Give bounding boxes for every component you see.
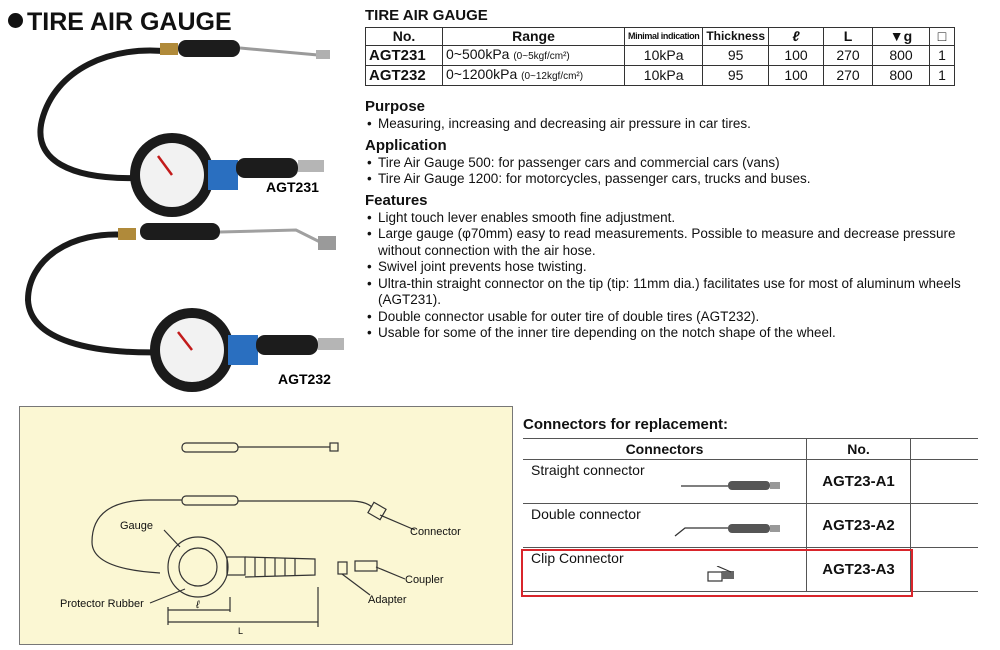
- col-header-no: No.: [365, 27, 443, 46]
- parts-diagram: Gauge Connector Coupler Adapter Protecto…: [19, 406, 513, 645]
- spec-table-title: TIRE AIR GAUGE: [365, 7, 488, 24]
- spec-cell-weight: 800: [872, 45, 931, 66]
- spec-header-row: No. Range Minimal indication Thickness ℓ…: [365, 27, 956, 46]
- agt232-product-image: [24, 223, 344, 392]
- application-heading: Application: [365, 136, 447, 154]
- list-item: Usable for some of the inner tire depend…: [365, 325, 995, 342]
- purpose-list: Measuring, increasing and decreasing air…: [365, 116, 995, 133]
- clip-connector-highlight: [521, 549, 913, 597]
- list-item: Tire Air Gauge 500: for passenger cars a…: [365, 155, 995, 172]
- double-connector-image: [674, 524, 780, 537]
- spec-table: No. Range Minimal indication Thickness ℓ…: [365, 27, 956, 86]
- spec-cell-qty: 1: [929, 65, 956, 86]
- col-header-no: No.: [806, 438, 912, 460]
- spec-cell-qty: 1: [929, 45, 956, 66]
- spec-cell-range: 0~1200kPa (0~12kgf/cm²): [442, 65, 625, 86]
- clip-connector-image: [707, 565, 734, 582]
- features-heading: Features: [365, 191, 428, 209]
- connector-cell: Double connector: [523, 503, 807, 548]
- list-item: Measuring, increasing and decreasing air…: [365, 116, 995, 133]
- description-sections: Purpose Measuring, increasing and decrea…: [365, 98, 995, 342]
- connectors-table: Connectors No. Straight connector AGT23-…: [523, 438, 978, 592]
- spec-cell-length: 270: [823, 45, 874, 66]
- bullet-icon: [8, 13, 23, 28]
- connector-cell: Clip Connector: [523, 547, 807, 592]
- spec-row: AGT232 0~1200kPa (0~12kgf/cm²) 10kPa 95 …: [365, 65, 956, 86]
- gauge-label: Gauge: [120, 520, 153, 532]
- spec-cell-ell: 100: [768, 65, 825, 86]
- list-item: Double connector usable for outer tire o…: [365, 309, 995, 326]
- list-item: Tire Air Gauge 1200: for motorcycles, pa…: [365, 171, 995, 188]
- spec-cell-thickness: 95: [702, 65, 770, 86]
- product-photos: AGT231 AGT232: [24, 40, 344, 392]
- connector-code: AGT23-A1: [806, 459, 912, 504]
- agt231-label: AGT231: [266, 179, 319, 195]
- box-icon: □: [937, 28, 947, 44]
- adapter-label: Adapter: [368, 594, 407, 606]
- application-list: Tire Air Gauge 500: for passenger cars a…: [365, 155, 995, 188]
- col-header-connectors: Connectors: [523, 438, 807, 460]
- protector-rubber-label: Protector Rubber: [60, 598, 144, 610]
- straight-connector-image: [681, 481, 780, 490]
- col-header-qty: □: [929, 27, 956, 46]
- table-row: Double connector AGT23-A2: [523, 503, 978, 548]
- connector-cell: Straight connector: [523, 459, 807, 504]
- list-item: Large gauge (φ70mm) easy to read measure…: [365, 226, 995, 259]
- col-header-length: L: [823, 27, 874, 46]
- spec-cell-minimal: 10kPa: [623, 45, 704, 66]
- col-header-weight: ▼g: [872, 27, 931, 46]
- ell-dimension-label: ℓ: [195, 599, 200, 611]
- connector-name: Double connector: [531, 506, 641, 522]
- spec-row: AGT231 0~500kPa (0~5kgf/cm²) 10kPa 95 10…: [365, 45, 956, 66]
- spec-cell-ell: 100: [768, 45, 825, 66]
- connectors-title: Connectors for replacement:: [523, 416, 729, 433]
- list-item: Ultra-thin straight connector on the tip…: [365, 276, 995, 309]
- features-list: Light touch lever enables smooth fine ad…: [365, 210, 995, 342]
- parts-diagram-drawing: Gauge Connector Coupler Adapter Protecto…: [60, 442, 461, 636]
- spec-cell-range: 0~500kPa (0~5kgf/cm²): [442, 45, 625, 66]
- agt232-label: AGT232: [278, 371, 331, 387]
- col-header-ell: ℓ: [768, 27, 825, 46]
- l-dimension-label: L: [238, 626, 243, 636]
- spec-cell-thickness: 95: [702, 45, 770, 66]
- connector-name: Clip Connector: [531, 550, 624, 566]
- spec-cell-no: AGT232: [365, 65, 443, 86]
- spec-cell-minimal: 10kPa: [623, 65, 704, 86]
- purpose-heading: Purpose: [365, 98, 426, 115]
- agt231-product-image: [37, 40, 330, 217]
- connector-code: AGT23-A2: [806, 503, 912, 548]
- page-title: TIRE AIR GAUGE: [8, 8, 232, 37]
- list-item: Light touch lever enables smooth fine ad…: [365, 210, 995, 227]
- spec-cell-length: 270: [823, 65, 874, 86]
- col-header-range: Range: [442, 27, 625, 46]
- connectors-header-row: Connectors No.: [523, 438, 978, 460]
- col-header-thickness: Thickness: [702, 27, 770, 46]
- connector-label: Connector: [410, 526, 461, 538]
- connector-code: AGT23-A3: [806, 547, 912, 592]
- coupler-label: Coupler: [405, 574, 444, 586]
- connector-name: Straight connector: [531, 462, 645, 478]
- col-header-minimal-indication: Minimal indication: [623, 27, 704, 46]
- table-row: Clip Connector AGT23-A3: [523, 547, 978, 592]
- list-item: Swivel joint prevents hose twisting.: [365, 259, 995, 276]
- spec-cell-weight: 800: [872, 65, 931, 86]
- table-row: Straight connector AGT23-A1: [523, 459, 978, 504]
- spec-cell-no: AGT231: [365, 45, 443, 66]
